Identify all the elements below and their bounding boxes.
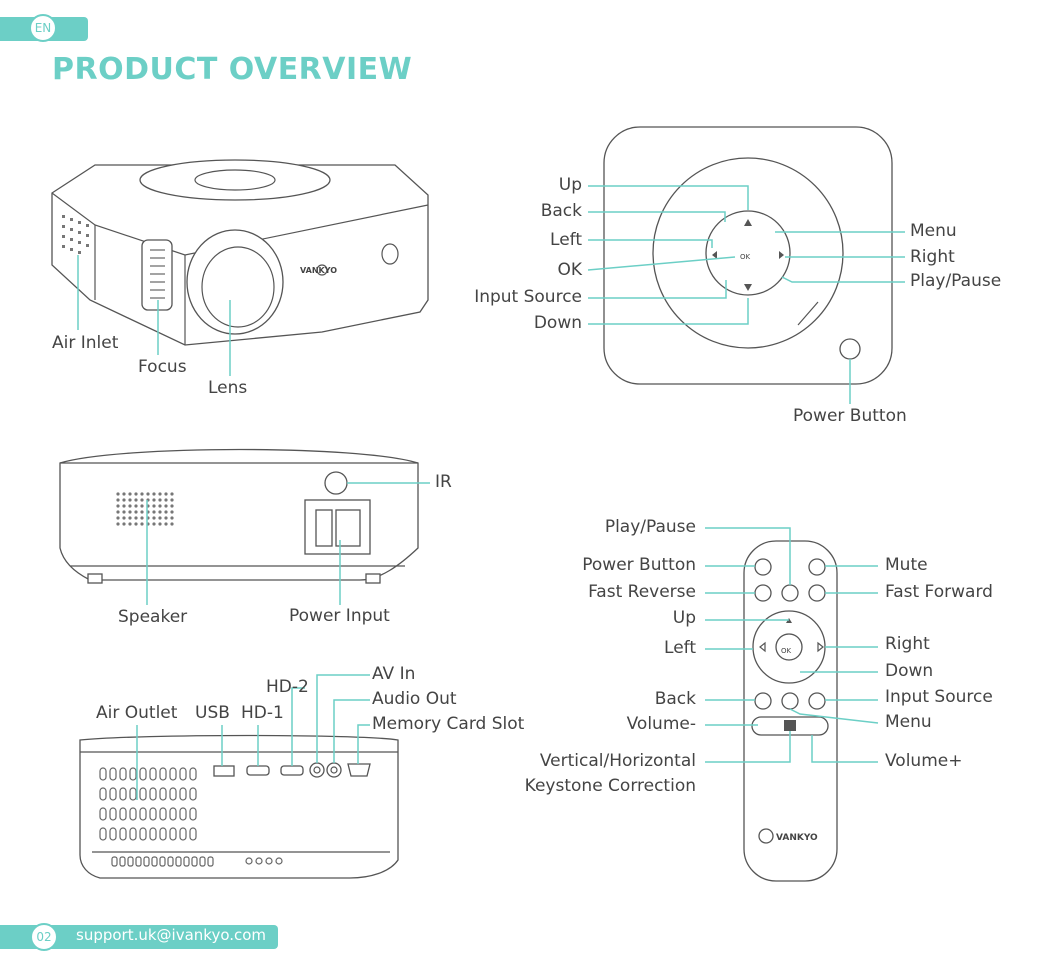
projector-brand: VANKYO (300, 266, 338, 275)
label-cp-power-button: Power Button (793, 406, 907, 426)
label-focus: Focus (138, 357, 187, 377)
label-remote-fast-forward: Fast Forward (885, 582, 993, 602)
label-remote-keystone-2: Keystone Correction (524, 776, 696, 796)
remote-drawing (743, 540, 838, 882)
label-ir: IR (435, 472, 452, 492)
label-usb: USB (195, 703, 230, 723)
page-number: 02 (30, 923, 58, 951)
label-air-outlet: Air Outlet (96, 703, 178, 723)
label-cp-play-pause: Play/Pause (910, 271, 1002, 291)
projector-top-view (51, 159, 429, 346)
label-cp-down: Down (533, 313, 582, 333)
label-speaker: Speaker (118, 607, 188, 627)
label-cp-back: Back (540, 201, 582, 221)
label-remote-up: Up (672, 608, 696, 628)
label-remote-keystone-1: Vertical/Horizontal (539, 751, 696, 771)
label-remote-right: Right (885, 634, 930, 654)
label-cp-up: Up (558, 175, 582, 195)
label-cp-ok: OK (557, 260, 582, 280)
remote-ok-key: OK (781, 647, 792, 655)
label-audio-out: Audio Out (372, 689, 457, 709)
label-hd2: HD-2 (266, 677, 309, 697)
label-remote-input-source: Input Source (885, 687, 993, 707)
language-badge: EN (29, 14, 57, 42)
label-remote-fast-reverse: Fast Reverse (588, 582, 696, 602)
projector-side-view (79, 734, 399, 879)
label-cp-input-source: Input Source (474, 287, 582, 307)
label-power-input: Power Input (289, 606, 390, 626)
label-remote-power-button: Power Button (582, 555, 696, 575)
label-remote-down: Down (885, 661, 934, 681)
label-remote-menu: Menu (885, 712, 932, 732)
label-memory-card-slot: Memory Card Slot (372, 714, 525, 734)
remote-brand: VANKYO (776, 833, 818, 843)
label-remote-back: Back (654, 689, 696, 709)
projector-rear-view (59, 448, 419, 584)
label-remote-volume-minus: Volume- (626, 714, 696, 734)
label-air-inlet: Air Inlet (52, 333, 119, 353)
control-panel-drawing (603, 126, 893, 385)
label-remote-left: Left (664, 638, 696, 658)
label-cp-menu: Menu (910, 221, 957, 241)
label-remote-play-pause: Play/Pause (604, 517, 696, 537)
label-remote-mute: Mute (885, 555, 928, 575)
label-av-in: AV In (372, 664, 416, 684)
label-remote-volume-plus: Volume+ (885, 751, 963, 771)
page-title: PRODUCT OVERVIEW (52, 52, 413, 87)
label-hd1: HD-1 (241, 703, 284, 723)
cp-ok-key: OK (740, 253, 751, 261)
label-cp-right: Right (910, 247, 955, 267)
label-lens: Lens (208, 378, 248, 398)
label-cp-left: Left (550, 230, 582, 250)
support-email[interactable]: support.uk@ivankyo.com (76, 926, 267, 944)
